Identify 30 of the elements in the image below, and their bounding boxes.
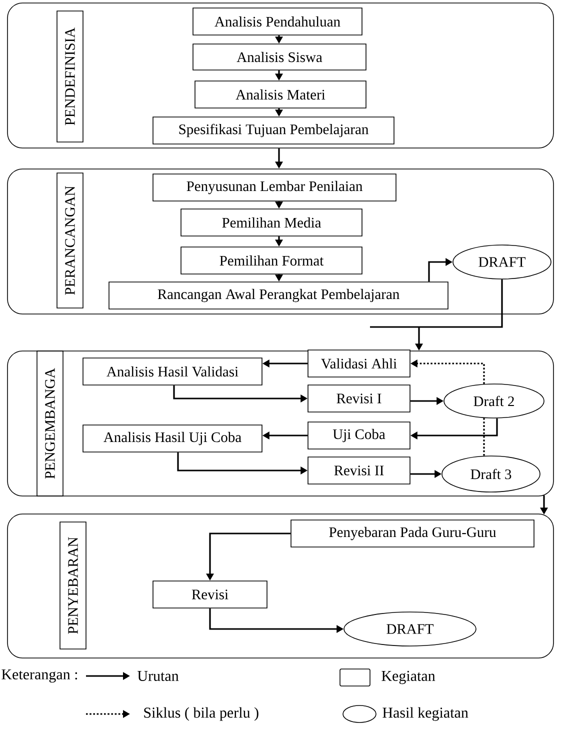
vertical-label-box: PENGEMBANGA: [36, 350, 64, 496]
process-box: Penyebaran Pada Guru-Guru: [290, 520, 534, 548]
vertical-label-box: PENDEFINISIA: [56, 10, 84, 142]
process-box: Revisi I: [308, 384, 410, 412]
process-box: Revisi: [152, 580, 268, 608]
vertical-label-box: PERANCANGAN: [56, 172, 84, 308]
process-box: Rancangan Awal Perangkat Pembelajaran: [108, 282, 448, 310]
process-box: Analisis Siswa: [192, 44, 366, 70]
process-box: Pemilihan Media: [180, 208, 362, 236]
legend-text: Kegiatan: [382, 670, 436, 684]
rounded-panel: [7, 514, 554, 658]
process-box: Validasi Ahli: [308, 350, 410, 378]
rounded-panel: [7, 168, 554, 314]
process-box: Analisis Materi: [194, 80, 366, 108]
legend-title: Keterangan :: [2, 669, 78, 683]
process-box: Analisis Hasil Uji Coba: [82, 424, 262, 452]
legend-text: Hasil kegiatan: [382, 707, 468, 721]
process-box: Uji Coba: [308, 422, 410, 450]
dotted-line: [483, 418, 485, 456]
process-box: Penyusunan Lembar Penilaian: [152, 174, 396, 202]
process-box: Revisi II: [308, 456, 410, 484]
process-box: Analisis Hasil Validasi: [82, 358, 262, 386]
process-box: Pemilihan Format: [180, 246, 362, 274]
rounded-panel: [7, 2, 554, 148]
vertical-label-box: PENYEBARAN: [60, 522, 86, 650]
process-box: Spesifikasi Tujuan Pembelajaran: [152, 116, 394, 144]
process-box: Analisis Pendahuluan: [192, 8, 362, 36]
rounded-panel: [7, 350, 554, 496]
legend-text: Urutan: [138, 671, 179, 681]
legend-text: Siklus ( bila perlu ): [144, 707, 258, 721]
